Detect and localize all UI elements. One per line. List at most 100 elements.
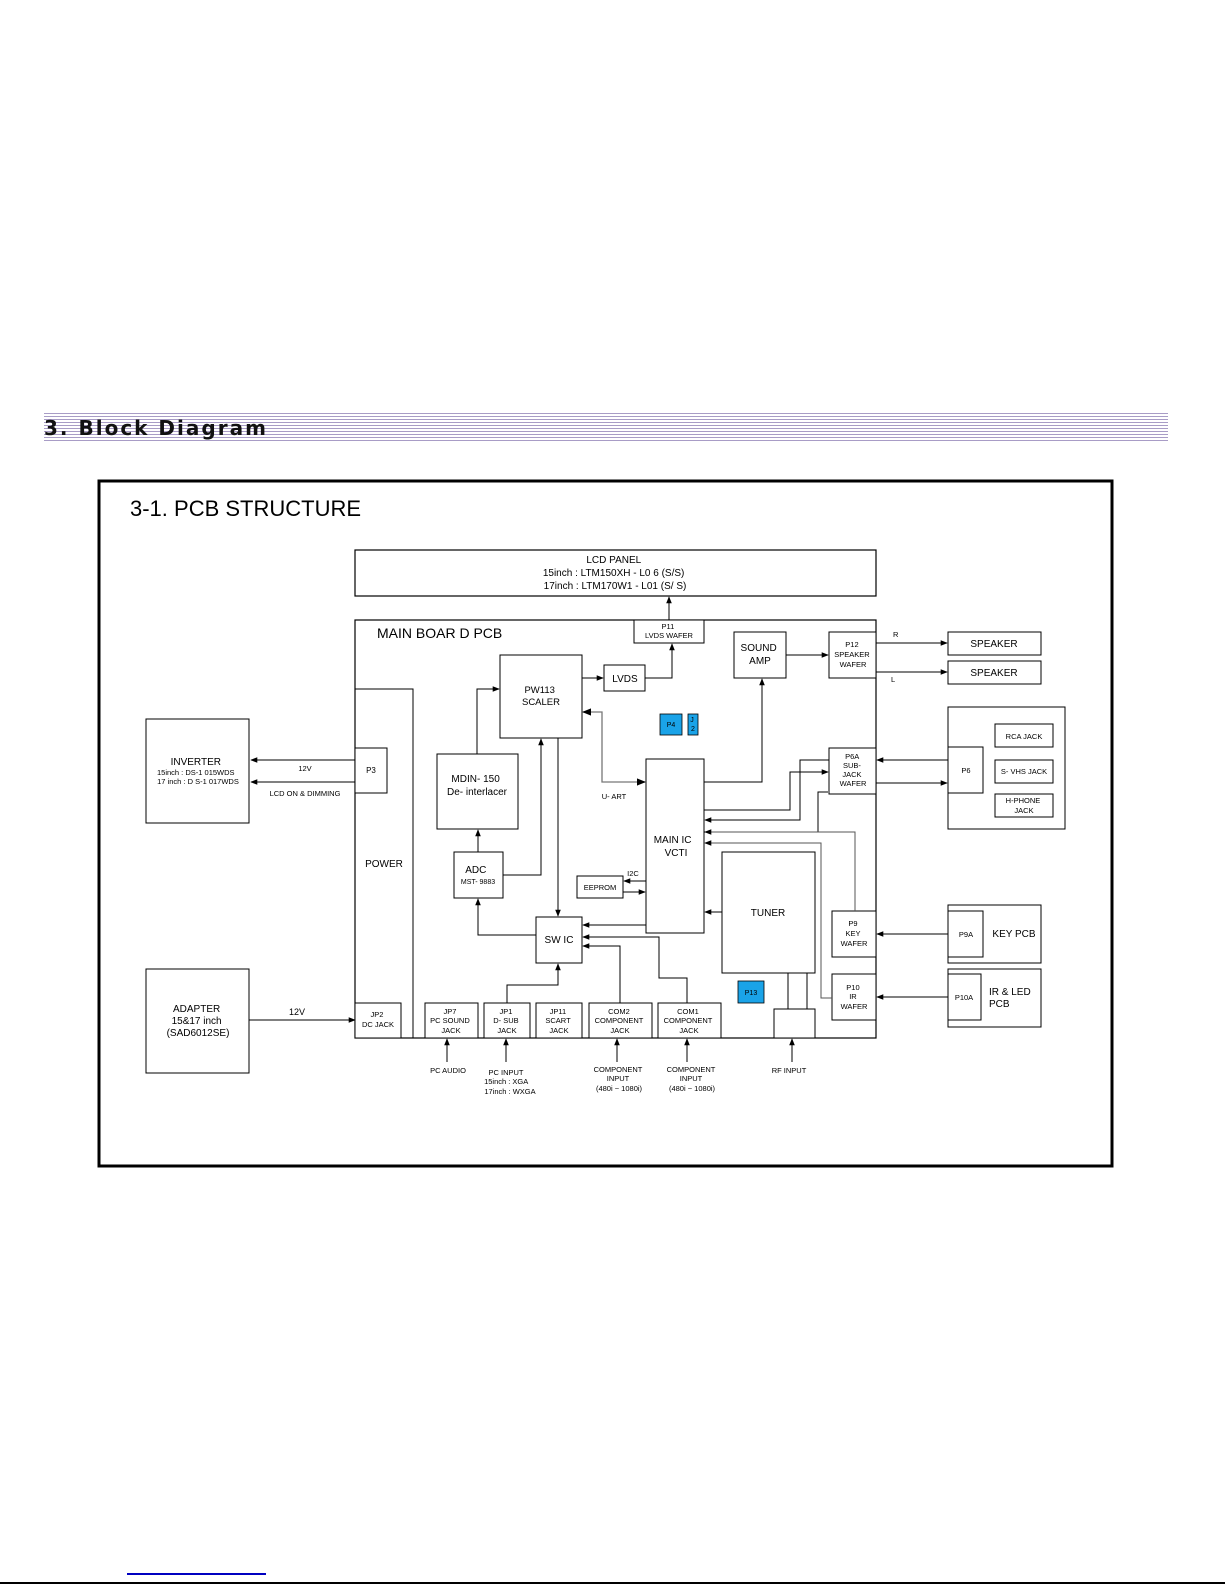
- mainic-to-p6a-line: [704, 791, 828, 833]
- section-header-band: [44, 413, 1168, 443]
- p10-to-mainic-line: [704, 840, 832, 999]
- pw113-scaler-block: PW113 SCALER: [499, 654, 583, 739]
- p13-connector: P13: [737, 980, 765, 1004]
- svg-text:SW IC: SW IC: [545, 935, 574, 946]
- signal-12v-adapter: 12V: [289, 1007, 305, 1017]
- svg-text:COM1 COMPONENT JAC: COM1 COMPONENT JACK: [664, 1007, 715, 1035]
- svg-text:MAIN IC VCTI: MAIN IC VCTI: [654, 835, 695, 859]
- svg-text:MDIN- 150 De- interlacer: MDIN- 150 De- interlacer: [447, 774, 508, 798]
- svg-text:LCD PANEL 15inch : LTM15: LCD PANEL 15inch : LTM150XH - L0 6 (S/S)…: [543, 555, 687, 592]
- svhs-jack-block: S- VHS JACK: [994, 759, 1054, 784]
- signal-r: R: [893, 630, 899, 639]
- header-stripe: [44, 440, 1168, 441]
- signal-uart: U- ART: [602, 792, 627, 801]
- p9-key-wafer: P9 KEY WAFER: [831, 910, 877, 958]
- component2-input-label: COMPONENT INPUT (480i ~ 1080i): [594, 1065, 645, 1093]
- svg-text:RCA JACK: RCA JACK: [1006, 732, 1043, 741]
- header-stripe: [44, 434, 1168, 435]
- p12-speaker-wafer: P12 SPEAKER WAFER: [828, 631, 877, 679]
- speaker-right-block: SPEAKER: [947, 631, 1042, 656]
- mainic-to-soundamp-line: [704, 678, 765, 783]
- signal-12v-inverter: 12V: [298, 764, 311, 773]
- key-pcb-block: P9A KEY PCB: [947, 904, 1042, 964]
- p10-ir-wafer: P10 IR WAFER: [831, 973, 877, 1021]
- adc-block: ADC MST- 9883: [453, 851, 504, 899]
- ir-led-pcb-block: P10A IR & LED PCB: [947, 968, 1042, 1028]
- pc-input-label: PC INPUT 15inch : XGA 17inch : WXGA: [484, 1068, 536, 1096]
- com1-to-swic-line: [582, 934, 688, 1003]
- sound-amp-block: SOUND AMP: [733, 631, 787, 679]
- header-stripe: [44, 428, 1168, 429]
- inverter-block: INVERTER 15inch : DS-1 015WDS 17 inch : …: [145, 718, 250, 824]
- svg-text:P12 SPEAKER WAFER: P12 SPEAKER WAFER: [834, 640, 872, 669]
- svg-text:JP2 DC JACK: JP2 DC JACK: [362, 1010, 394, 1029]
- svg-text:J 2: J 2: [690, 717, 695, 733]
- com1-component-jack: COM1 COMPONENT JACK: [657, 1002, 722, 1039]
- p11-lvds-wafer: P11 LVDS WAFER: [633, 619, 705, 644]
- com2-component-jack: COM2 COMPONENT JACK: [588, 1002, 653, 1039]
- main-board-label: MAIN BOAR D PCB: [377, 625, 502, 641]
- svg-text:ADC MST- 9883: ADC MST- 9883: [461, 860, 495, 886]
- svg-text:JP11 SCART JACK: JP11 SCART JACK: [545, 1007, 572, 1035]
- lcd-panel-block: LCD PANEL 15inch : LTM150XH - L0 6 (S/S)…: [354, 549, 877, 597]
- svg-text:P13: P13: [745, 990, 758, 997]
- header-stripe: [44, 431, 1168, 432]
- eeprom-block: EEPROM: [576, 875, 624, 899]
- figure-title: 3-1. PCB STRUCTURE: [130, 496, 361, 521]
- header-stripe: [44, 437, 1168, 438]
- svg-text:INVERTER 15inch : DS-1: INVERTER 15inch : DS-1 015WDS 17 inch : …: [157, 752, 239, 786]
- header-stripe: [44, 425, 1168, 426]
- figure-frame: [97, 479, 1114, 1168]
- mdin-to-scaler-line: [476, 686, 500, 754]
- lvds-block: LVDS: [603, 664, 646, 692]
- p6-connector: P6: [947, 746, 984, 794]
- jp1-to-swic-line: [506, 963, 561, 1003]
- main-ic-block: MAIN IC VCTI: [645, 758, 705, 934]
- header-stripe: [44, 422, 1168, 423]
- svg-text:SPEAKER: SPEAKER: [970, 639, 1017, 650]
- svg-text:SPEAKER: SPEAKER: [970, 668, 1017, 679]
- svg-text:KEY PCB: KEY PCB: [992, 929, 1035, 940]
- svg-text:P4: P4: [667, 722, 676, 729]
- p3-connector: P3: [354, 747, 388, 794]
- svg-text:LVDS: LVDS: [612, 674, 638, 685]
- svg-text:ADAPTER 15&17 inch: ADAPTER 15&17 inch (SAD6012SE): [167, 1004, 230, 1039]
- svg-text:JP7 PC SOUND JACK: JP7 PC SOUND JACK: [430, 1007, 472, 1035]
- svg-text:TUNER: TUNER: [751, 908, 785, 919]
- j2-connector: J 2: [687, 713, 699, 736]
- section-title: 3. Block Diagram: [44, 416, 268, 440]
- svg-text:COM2 COMPONENT JAC: COM2 COMPONENT JACK: [595, 1007, 646, 1035]
- signal-lcd-on-dimming: LCD ON & DIMMING: [270, 789, 341, 798]
- mdin-deinterlacer-block: MDIN- 150 De- interlacer: [436, 753, 519, 830]
- p6a-sub-jack-wafer: P6A SUB- JACK WAFER: [828, 747, 877, 795]
- adc-to-scaler-line: [503, 738, 544, 876]
- p9-to-mainic-line: [704, 829, 856, 911]
- svg-text:JP1 D- SUB JACK: JP1 D- SUB JACK: [493, 1007, 521, 1035]
- svg-text:IR & LED PCB: IR & LED PCB: [989, 987, 1033, 1010]
- hphone-jack-block: H-PHONE JACK: [994, 793, 1054, 818]
- swic-to-adc-line: [475, 898, 536, 936]
- sw-ic-block: SW IC: [535, 916, 583, 964]
- svg-text:P6: P6: [961, 766, 970, 775]
- rf-connector-block: [773, 1008, 816, 1039]
- footer-link-underline[interactable]: [127, 1573, 266, 1575]
- tuner-block: TUNER: [721, 851, 816, 974]
- svg-text:P11 LVDS WAFER: P11 LVDS WAFER: [645, 622, 694, 640]
- com2-to-swic-line: [582, 943, 621, 1003]
- p6a-input-line: [704, 769, 829, 811]
- power-block: POWER: [354, 688, 414, 1039]
- svg-text:P6A SUB- JACK: P6A SUB- JACK WAFER: [840, 752, 867, 788]
- component1-input-label: COMPONENT INPUT (480i ~ 1080i): [667, 1065, 718, 1093]
- signal-i2c: I2C: [627, 869, 639, 878]
- lvds-to-p11-line: [645, 643, 675, 679]
- rca-jack-block: RCA JACK: [994, 723, 1054, 748]
- pc-audio-label: PC AUDIO: [430, 1066, 466, 1075]
- svg-text:EEPROM: EEPROM: [584, 883, 617, 892]
- svg-text:P9 KEY WAFER: P9 KEY WAFER: [841, 919, 868, 948]
- svg-text:POWER: POWER: [365, 859, 403, 870]
- header-stripe: [44, 413, 1168, 414]
- header-stripe: [44, 419, 1168, 420]
- signal-l: L: [891, 675, 895, 684]
- jp7-pc-sound-jack: JP7 PC SOUND JACK: [424, 1002, 479, 1039]
- uart-line: [582, 708, 646, 786]
